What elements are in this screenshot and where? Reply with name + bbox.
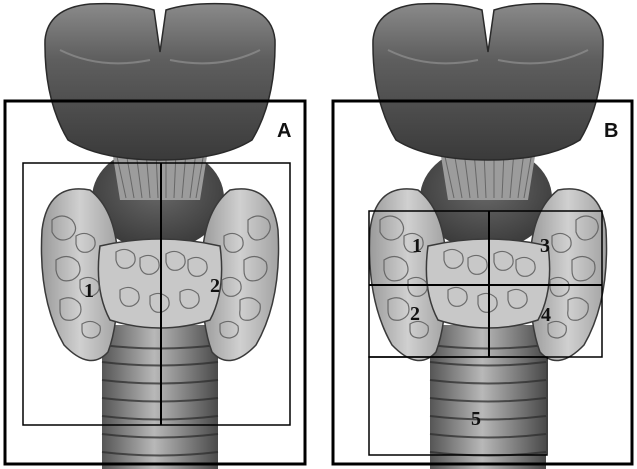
panel-b: B 1 3 2 4 5	[333, 4, 632, 469]
region-label: 2	[410, 303, 420, 325]
region-label: 1	[412, 235, 422, 257]
region-label: 1	[84, 280, 94, 302]
panel-a: A 1 2	[5, 4, 305, 469]
region-label: 4	[541, 304, 551, 326]
panel-a-letter: A	[277, 120, 291, 142]
panel-b-letter: B	[604, 120, 618, 142]
region-label: 5	[471, 408, 481, 430]
region-label: 3	[540, 235, 550, 257]
region-label: 2	[210, 275, 220, 297]
